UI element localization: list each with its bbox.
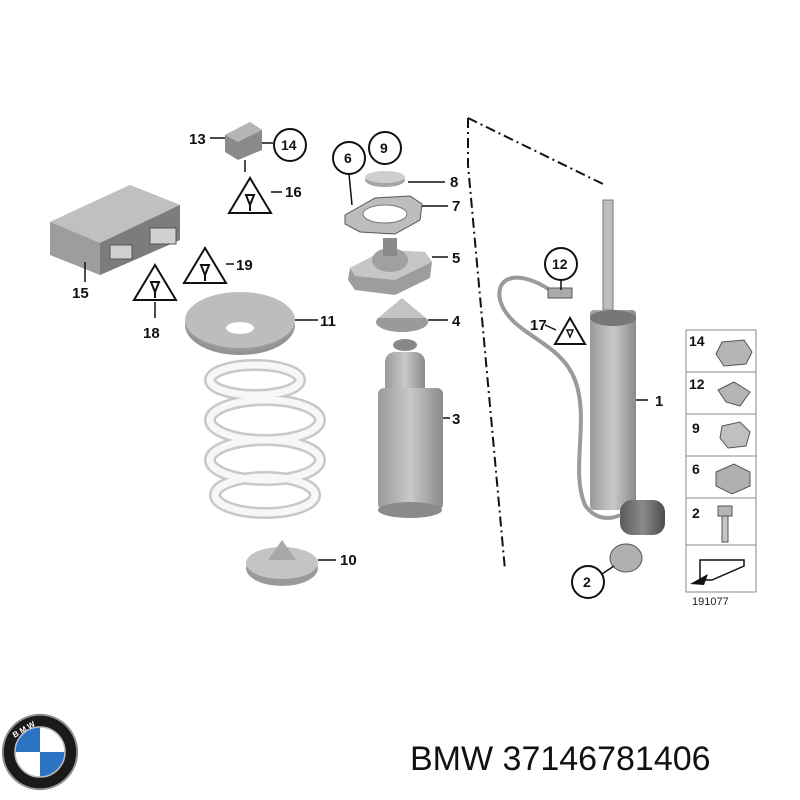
legend-label-6: 6 [692,461,700,477]
label-1: 1 [655,393,663,410]
legend-bolt-2-icon [717,505,733,543]
label-12: 12 [552,256,568,272]
label-13: 13 [189,131,206,148]
label-5: 5 [452,250,460,267]
assembly-frame [467,117,606,571]
sensor-bracket [210,122,273,172]
bmw-logo-icon: B M W [2,714,78,790]
part-number: 37146781406 [502,740,711,778]
label-9: 9 [380,140,388,156]
spring-pad-upper [185,292,318,355]
legend-nut-9-icon [719,421,751,449]
label-4: 4 [452,313,461,330]
label-8: 8 [450,174,458,191]
hardware-legend [685,329,757,593]
callout-2-circle [571,565,605,599]
warning-triangle-19-icon [182,246,234,284]
legend-label-2: 2 [692,505,700,521]
warning-triangle-16-icon [227,176,282,214]
legend-nut-14-icon [715,339,753,367]
diagram-code: 191077 [692,596,729,608]
legend-label-14: 14 [689,333,705,349]
gasket-7 [344,195,448,235]
shock-absorber [590,199,665,573]
label-2: 2 [583,574,591,590]
leader-6 [348,173,353,206]
label-3: 3 [452,411,460,428]
label-7: 7 [452,198,460,215]
coil-spring-highlight [206,361,324,517]
spring-pad-lower [246,540,336,586]
legend-arrow-icon [690,559,745,585]
control-module [50,185,180,282]
dust-boot [378,339,450,518]
warning-triangle-17-icon [544,315,587,345]
label-6: 6 [344,150,352,166]
legend-label-12: 12 [689,376,705,392]
warning-triangle-18-icon [132,263,178,318]
label-16: 16 [285,184,302,201]
sensor-connector [547,287,573,299]
label-14: 14 [281,137,297,153]
label-19: 19 [236,257,253,274]
label-15: 15 [72,285,89,302]
legend-clip-12-icon [717,381,751,407]
label-10: 10 [340,552,357,569]
label-17: 17 [530,317,547,334]
legend-nut-6-icon [715,463,751,495]
legend-label-9: 9 [692,420,700,436]
brand-name: BMW [410,740,494,778]
nut-8 [365,171,445,187]
callout-9-circle [368,131,402,165]
callout-14-circle [273,128,307,162]
label-18: 18 [143,325,160,342]
brand-part-number: BMW 37146781406 [410,740,711,779]
label-11: 11 [320,313,336,330]
sensor-wire [497,275,621,520]
strut-mount [348,238,448,295]
bump-cup [376,298,448,332]
